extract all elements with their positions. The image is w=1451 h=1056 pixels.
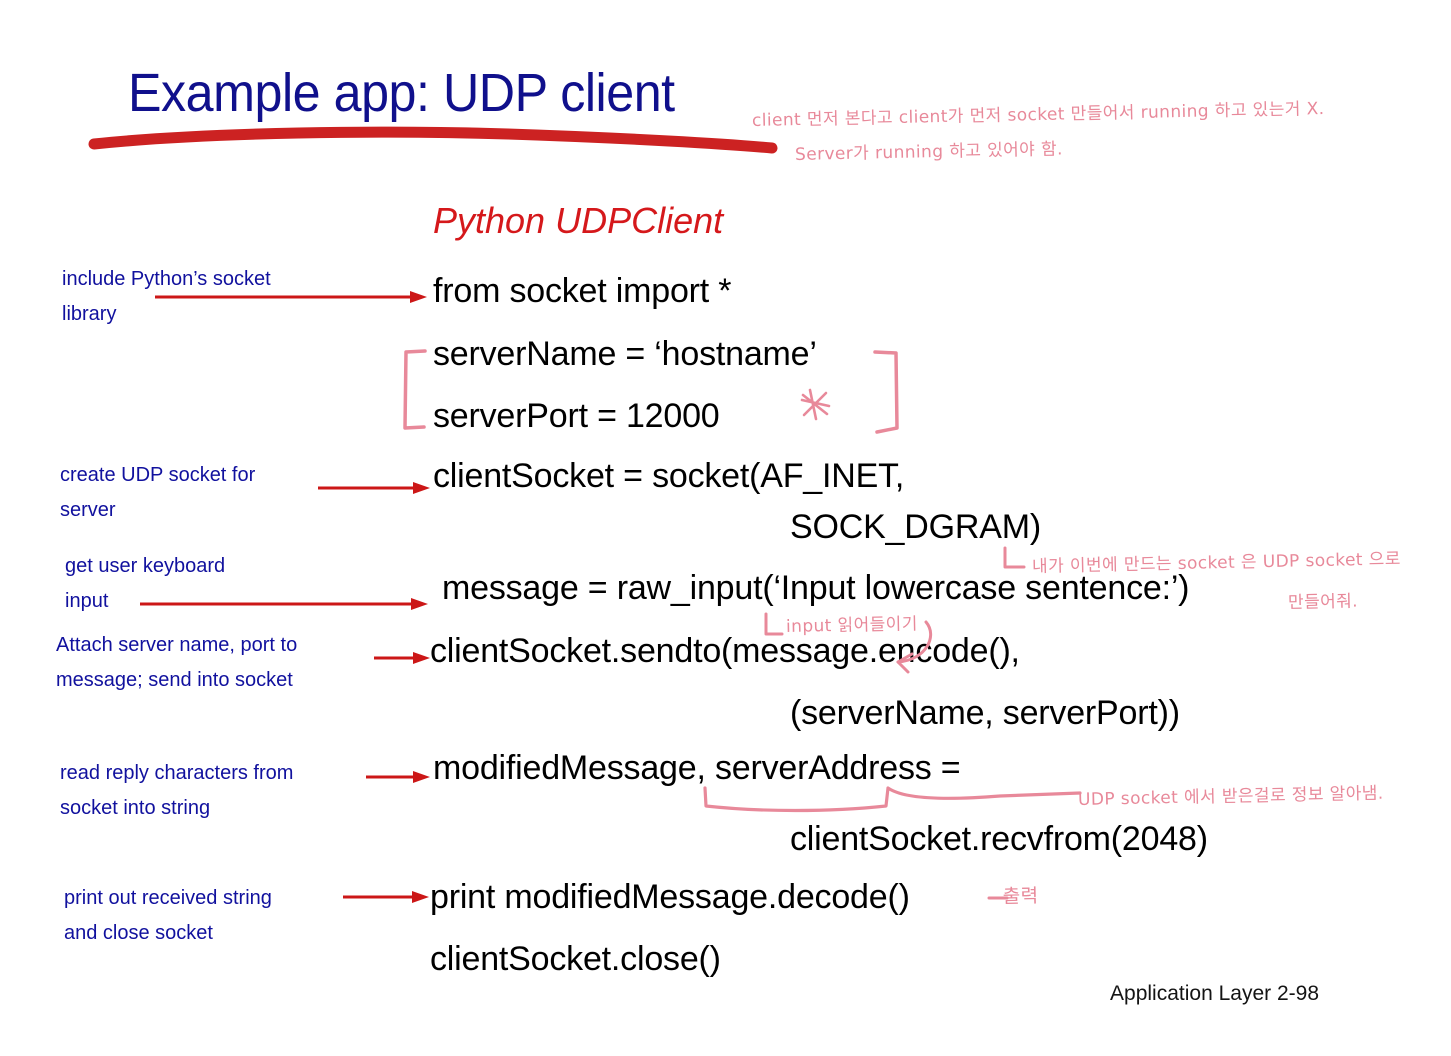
- code-line-sendto-addr: (serverName, serverPort)): [790, 694, 1180, 732]
- handwriting-udp-socket-note-line1: 내가 이번에 만드는 socket 은 UDP socket 으로: [1031, 549, 1401, 577]
- code-line-raw-input: message = raw_input(‘Input lowercase sen…: [442, 569, 1190, 607]
- title-underline-stroke: [88, 126, 778, 154]
- handwriting-top-note-line2: Server가 running 하고 있어야 함.: [794, 139, 1064, 165]
- code-line-socket-create: clientSocket = socket(AF_INET,: [433, 457, 905, 495]
- pink-star-mark: [800, 388, 831, 421]
- pink-left-bracket-mark: [403, 349, 427, 430]
- code-line-recvfrom: clientSocket.recvfrom(2048): [790, 820, 1208, 858]
- handwriting-top-note-line1: client 먼저 본다고 client가 먼저 socket 만들어서 run…: [751, 99, 1325, 131]
- code-line-serverport: serverPort = 12000: [433, 397, 720, 435]
- code-line-print: print modifiedMessage.decode(): [430, 878, 910, 916]
- arrow-read-reply-icon: [366, 771, 430, 783]
- section-label-python-udpclient: Python UDPClient: [433, 200, 724, 241]
- code-line-sock-dgram: SOCK_DGRAM): [790, 508, 1041, 546]
- arrow-create-socket-icon: [318, 482, 430, 494]
- code-line-import: from socket import *: [433, 272, 732, 310]
- handwriting-print-note: - 출력: [988, 884, 1039, 908]
- arrow-print-close-icon: [343, 891, 429, 903]
- slide-footer: Application Layer 2-98: [1110, 982, 1319, 1005]
- annotation-create-udp-socket: create UDP socket for server: [60, 464, 256, 521]
- annotation-attach-server-name: Attach server name, port to message; sen…: [56, 634, 298, 691]
- pink-right-bracket-mark: [873, 350, 899, 434]
- annotation-read-reply-characters: read reply characters from socket into s…: [60, 762, 294, 819]
- annotation-get-keyboard-input: get user keyboard input: [65, 555, 226, 612]
- code-line-sendto: clientSocket.sendto(message.encode(),: [430, 632, 1020, 670]
- code-line-close: clientSocket.close(): [430, 940, 721, 978]
- arrow-attach-server-icon: [374, 652, 430, 664]
- handwriting-input-note: input 읽어들이기: [785, 614, 918, 637]
- annotation-print-and-close: print out received string and close sock…: [64, 887, 272, 944]
- page-title: Example app: UDP client: [128, 63, 675, 123]
- annotation-include-socket-library: include Python’s socket library: [62, 268, 271, 325]
- code-line-servername: serverName = ‘hostname’: [433, 335, 817, 373]
- handwriting-recv-note: UDP socket 에서 받은걸로 정보 알아냄.: [1077, 783, 1384, 810]
- code-line-recv-assign: modifiedMessage, serverAddress =: [433, 749, 961, 787]
- handwriting-udp-socket-note-line2: 만들어줘.: [1287, 591, 1359, 613]
